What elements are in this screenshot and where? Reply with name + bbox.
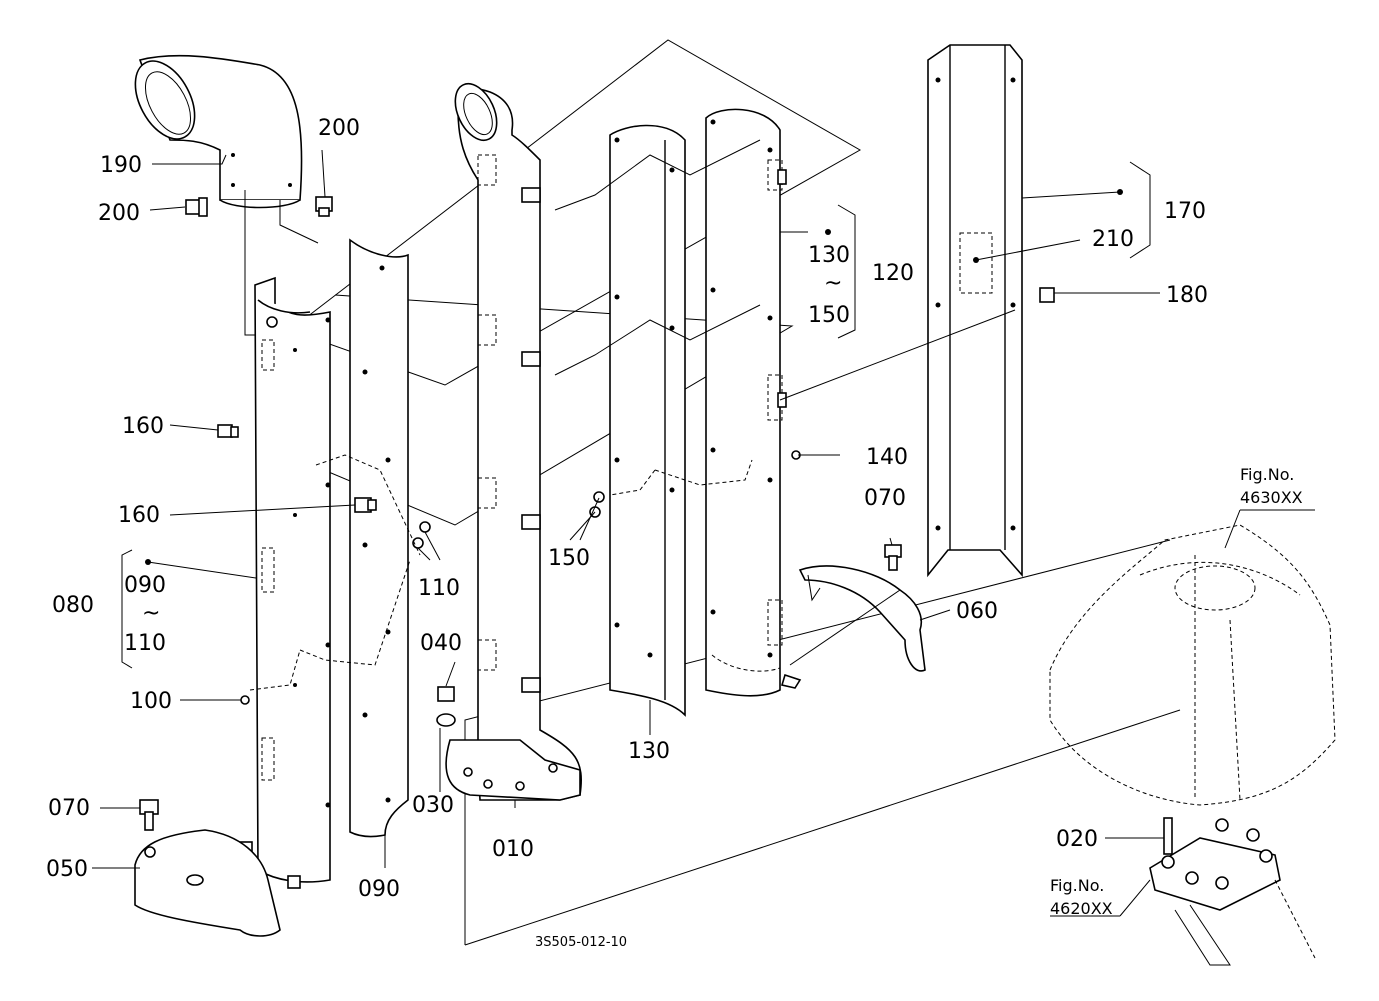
- label-tilde-2: ~: [824, 271, 842, 296]
- label-160-lower: 160: [118, 503, 160, 528]
- label-160-upper: 160: [122, 414, 164, 439]
- washers-110: [412, 521, 431, 549]
- label-010: 010: [492, 837, 534, 862]
- label-070-left: 070: [48, 796, 90, 821]
- fig-ref-top-number: 4630XX: [1240, 488, 1303, 507]
- label-120: 120: [872, 261, 914, 286]
- bolt-200-left: [185, 197, 208, 217]
- label-110: 110: [418, 576, 460, 601]
- label-050: 050: [46, 857, 88, 882]
- nut-040: [437, 686, 455, 702]
- fig-ref-bottom-number: 4620XX: [1050, 899, 1113, 918]
- label-070-right: 070: [864, 486, 906, 511]
- bolt-160-upper: [217, 424, 239, 438]
- group-brackets: [121, 161, 1151, 669]
- label-110-range: 110: [124, 631, 166, 656]
- leader-lines: [92, 139, 1315, 917]
- label-130: 130: [628, 739, 670, 764]
- label-210: 210: [1092, 227, 1134, 252]
- bolt-200-right: [315, 196, 333, 217]
- label-080: 080: [52, 593, 94, 618]
- label-150-range: 150: [808, 303, 850, 328]
- label-090-range: 090: [124, 573, 166, 598]
- label-180: 180: [1166, 283, 1208, 308]
- label-030: 030: [412, 793, 454, 818]
- bolt-180: [1039, 287, 1055, 303]
- cover-130: [609, 124, 686, 717]
- label-140: 140: [866, 445, 908, 470]
- fig-ref-bottom-label: Fig.No.: [1050, 876, 1104, 895]
- drawing-code: 3S505-012-10: [535, 935, 627, 950]
- label-040: 040: [420, 631, 462, 656]
- bolt-070-left: [139, 799, 159, 831]
- left-cover: [239, 276, 331, 889]
- label-060: 060: [956, 599, 998, 624]
- label-190: 190: [100, 153, 142, 178]
- bolt-160-lower: [354, 497, 377, 513]
- base-050: [134, 829, 281, 937]
- label-200-left: 200: [98, 201, 140, 226]
- cover-plate-090: [349, 238, 409, 838]
- label-130-range: 130: [808, 243, 850, 268]
- label-100: 100: [130, 689, 172, 714]
- label-170: 170: [1164, 199, 1206, 224]
- cover-170: [927, 44, 1023, 578]
- label-200-right: 200: [318, 116, 360, 141]
- washer-030: [436, 713, 456, 727]
- figure-references: Fig.No. 4630XX Fig.No. 4620XX: [1050, 465, 1303, 918]
- muffler-cover-reference: [1049, 524, 1336, 806]
- cover-assembly-120: [705, 108, 802, 697]
- fig-ref-top-label: Fig.No.: [1240, 465, 1294, 484]
- decal-210: [959, 232, 993, 294]
- label-090: 090: [358, 877, 400, 902]
- elbow-pipe-190: [134, 54, 319, 336]
- label-tilde-1: ~: [142, 601, 160, 626]
- mount-bracket-reference: [1149, 818, 1316, 966]
- part-labels: 190 200 200 160 160 080 090 ~ 110 100 07…: [46, 116, 1208, 902]
- stud-020: [1163, 817, 1173, 855]
- label-020: 020: [1056, 827, 1098, 852]
- label-150: 150: [548, 546, 590, 571]
- bracket-060: [798, 565, 926, 672]
- exhaust-pipe-010: [445, 82, 582, 801]
- bolt-070-right: [884, 544, 902, 571]
